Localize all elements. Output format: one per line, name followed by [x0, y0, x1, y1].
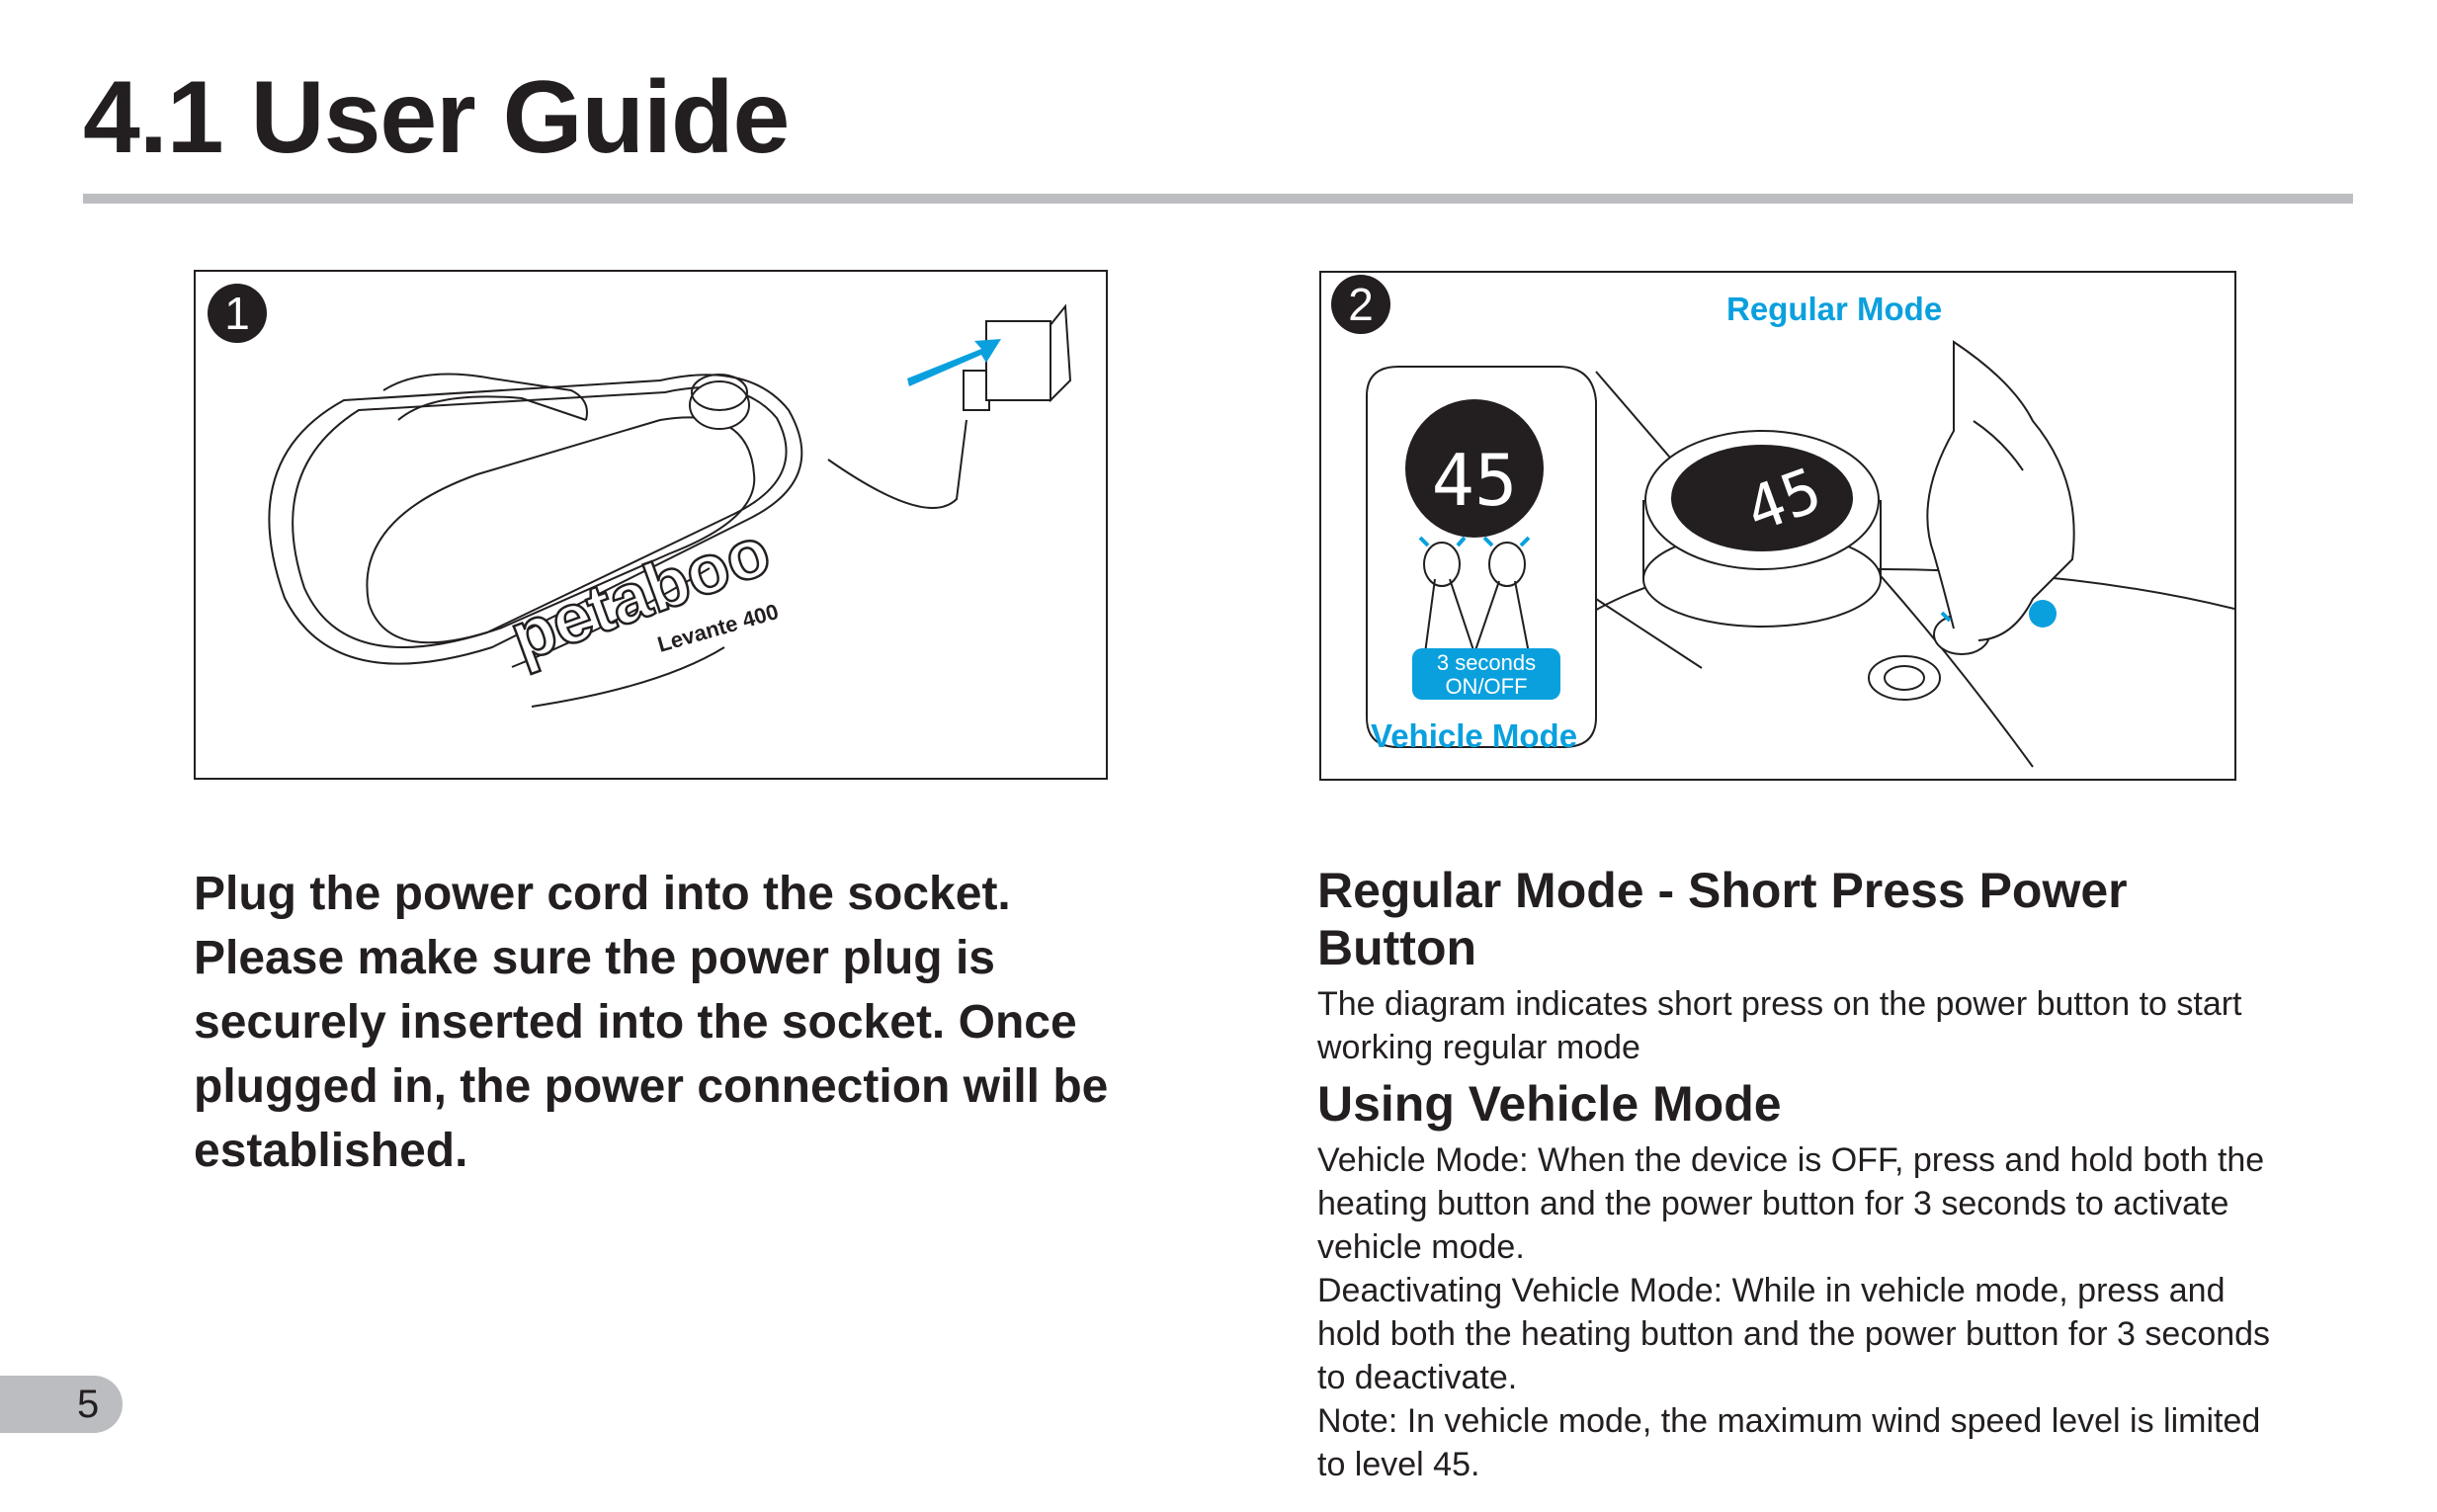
- vehicle-mode-note: Note: In vehicle mode, the maximum wind …: [1317, 1402, 2261, 1483]
- vehicle-mode-label: Vehicle Mode: [1371, 717, 1578, 754]
- step-number-badge: 1: [208, 284, 267, 343]
- timer-badge: 3 seconds ON/OFF: [1412, 648, 1560, 700]
- step-number-badge: 2: [1331, 275, 1390, 334]
- vehicle-mode-deactivate-text: Deactivating Vehicle Mode: While in vehi…: [1317, 1272, 2271, 1396]
- vehicle-mode-activate-text: Vehicle Mode: When the device is OFF, pr…: [1317, 1141, 2265, 1266]
- dryer-plug-illustration: petaboo Levante 400: [268, 303, 1072, 708]
- control-panel-illustration: 45 45: [1366, 340, 2234, 768]
- timer-line-1: 3 seconds: [1436, 650, 1537, 675]
- page-number-tab: [0, 1376, 123, 1433]
- step-1-illustration: petaboo Levante 400 1: [194, 270, 1108, 780]
- vehicle-mode-heading: Using Vehicle Mode: [1317, 1076, 1782, 1132]
- timer-line-2: ON/OFF: [1445, 674, 1528, 699]
- page-number: 5: [77, 1383, 100, 1426]
- regular-mode-description: The diagram indicates short press on the…: [1317, 985, 2242, 1066]
- step-2-instructions: Regular Mode - Short Press Power Button …: [1317, 862, 2286, 1486]
- regular-mode-heading: Regular Mode - Short Press Power Button: [1317, 863, 2128, 975]
- regular-mode-label: Regular Mode: [1726, 291, 1943, 327]
- step-1-instructions: Plug the power cord into the socket. Ple…: [194, 868, 1109, 1177]
- button-indicator-icon: [2029, 600, 2057, 628]
- zoom-display-value: 45: [1432, 439, 1518, 522]
- title-divider: [83, 194, 2353, 204]
- page-title: 4.1 User Guide: [83, 60, 790, 175]
- step-2-illustration: 45 45 2 Regular Mode Vehicle Mode 3 seco…: [1319, 271, 2236, 781]
